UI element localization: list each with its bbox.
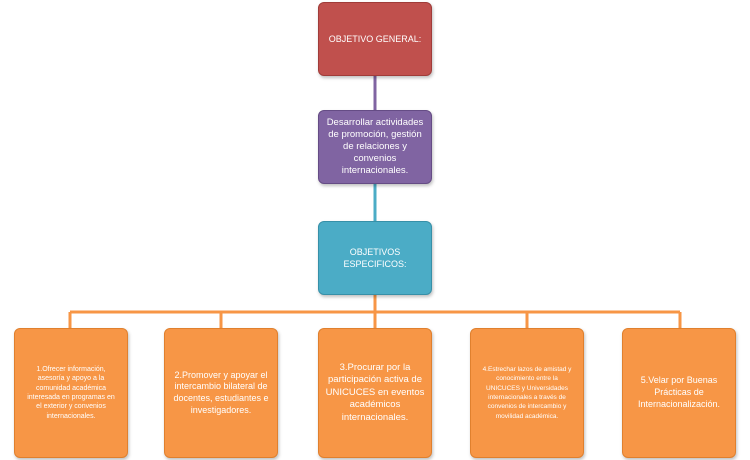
goal-box: Desarrollar actividades de promoción, ge… [318,110,432,184]
objective-box-3: 3.Procurar por la participación activa d… [318,328,432,458]
general-objective-label: OBJETIVO GENERAL: [328,34,422,44]
objective-text-1: 1.Ofrecer información, asesoría y apoyo … [27,365,115,420]
goal-text: Desarrollar actividades de promoción, ge… [326,117,424,176]
objective-text-3: 3.Procurar por la participación activa d… [325,362,425,423]
objective-text-4: 4.Estrechar lazos de amistad y conocimie… [482,365,572,420]
general-objective-box: OBJETIVO GENERAL: [318,2,432,76]
objective-box-5: 5.Velar por Buenas Prácticas de Internac… [622,328,736,458]
objective-box-1: 1.Ofrecer información, asesoría y apoyo … [14,328,128,458]
specific-objectives-box: OBJETIVOS ESPECIFICOS: [318,221,432,295]
objective-box-2: 2.Promover y apoyar el intercambio bilat… [164,328,278,458]
objective-text-5: 5.Velar por Buenas Prácticas de Internac… [637,375,721,409]
specific-objectives-label: OBJETIVOS ESPECIFICOS: [343,246,407,269]
objective-text-2: 2.Promover y apoyar el intercambio bilat… [173,369,269,415]
objective-box-4: 4.Estrechar lazos de amistad y conocimie… [470,328,584,458]
